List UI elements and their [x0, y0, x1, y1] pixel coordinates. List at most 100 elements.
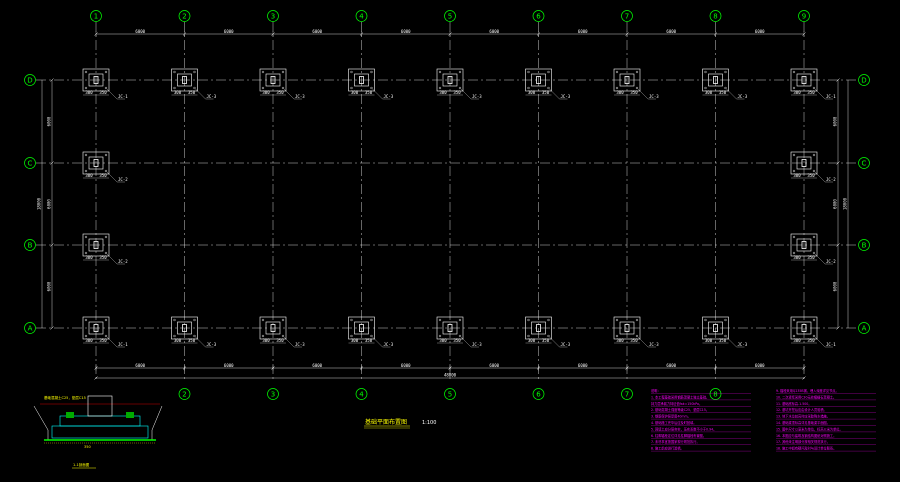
footing-3-D-bolt-0	[261, 70, 265, 74]
footing-3-D-bolt-3	[281, 86, 285, 90]
note-left-line-3: 2. 基础混凝土强度等级C25，垫层C15。	[651, 407, 709, 412]
axis-left-C-circle	[24, 157, 36, 169]
footing-5-D-bolt-2	[438, 86, 442, 90]
dim-left-value-1: 6000	[47, 199, 52, 209]
footing-2-D-column	[182, 76, 187, 84]
footing-4-A-bolt-0	[350, 318, 353, 322]
detail-caption: 1-1剖面图	[73, 462, 90, 467]
dim-top-value-4: 6000	[489, 29, 499, 34]
footing-5-D-bolt-0	[438, 70, 442, 74]
footing-4-A-dim-b: 350	[365, 338, 373, 343]
axis-left-D-label: D	[27, 76, 32, 84]
footing-5-A-bolt-3	[458, 334, 462, 338]
footing-8-D-bolt-3	[724, 86, 727, 90]
axis-top-3-circle	[267, 10, 279, 22]
note-left-line-2: 持力层承载力特征值fak=150kPa。	[651, 401, 702, 406]
footing-9-B-bolt-3	[812, 251, 816, 255]
dim-left-tick-3	[50, 326, 54, 330]
footing-1-C-bolt-2	[84, 169, 88, 173]
axis-top-7-label: 7	[625, 12, 629, 20]
footing-5-D-bolt-1	[458, 70, 462, 74]
footing-1-B-tag: JC-2	[118, 259, 128, 264]
footing-1-A-pad	[82, 316, 110, 340]
footing-5-D-dim-b: 350	[453, 90, 461, 95]
footing-1-A-bolt-2	[84, 334, 88, 338]
footing-9-A-pad	[790, 316, 818, 340]
footing-1-B-bolt-0	[84, 235, 88, 239]
drawing-title: 基础平面布置图	[365, 418, 407, 426]
axis-left-D-circle	[24, 74, 36, 86]
dim-top-value-7: 6000	[755, 29, 765, 34]
footing-1-B-pad	[82, 233, 110, 257]
footing-1-D-column	[93, 76, 99, 84]
note-right-line-8: 17. 其他未注明部分按相关规范执行。	[776, 439, 830, 444]
footing-3-D-bolt-2	[261, 86, 265, 90]
footing-4-A-column	[359, 324, 364, 332]
footing-7-A-bolt-0	[615, 318, 619, 322]
footing-1-B-column	[93, 241, 99, 249]
footing-1-D-dim-b: 350	[99, 90, 107, 95]
footing-9-A-bolt-3	[812, 334, 816, 338]
dim-bottom-value-6: 6000	[666, 363, 676, 368]
footing-4-D-dim-b: 350	[365, 90, 373, 95]
footing-7-A-dim-b: 350	[630, 338, 638, 343]
footing-9-B-pedestal	[796, 238, 812, 252]
footing-2-D-bolt-2	[173, 86, 176, 90]
footing-1-A-bolt-1	[104, 318, 108, 322]
footing-7-D-bolt-2	[615, 86, 619, 90]
dim-bottom-value-3: 6000	[401, 363, 411, 368]
footing-1-C-bolt-3	[104, 169, 108, 173]
footing-8-A-leader	[726, 336, 737, 348]
footing-5-D-pedestal	[442, 73, 458, 87]
footing-6-D-pad	[525, 68, 552, 92]
dim-bottom-value-1: 6000	[224, 363, 234, 368]
footing-2-D-pedestal	[177, 73, 192, 87]
footing-8-D-leader	[726, 88, 737, 100]
axis-bottom-5-circle	[444, 388, 456, 400]
dim-right-tick-2	[836, 243, 840, 247]
footing-3-A-dim-b: 350	[276, 338, 284, 343]
footing-3-D-pad	[259, 68, 287, 92]
footing-3-A-pad	[259, 316, 287, 340]
footing-9-B-pad	[790, 233, 818, 257]
note-right-line-6: 15. 图中尺寸以毫米为单位，标高以米为单位。	[776, 426, 843, 431]
footing-2-A-pedestal	[177, 321, 192, 335]
note-right-line-4: 13. 地下水位较高时应采取降水措施。	[776, 414, 830, 419]
note-left-line-6: 5. 回填土应分层夯实，压实系数不小于0.94。	[651, 426, 716, 431]
footing-5-A-tag: JC-3	[472, 342, 482, 347]
note-right-line-3: 12. 基坑开挖后应由设计人员验槽。	[776, 407, 827, 412]
axis-bottom-8-circle	[709, 388, 722, 400]
footing-9-D-column	[801, 76, 807, 84]
footing-8-D-pad	[702, 68, 729, 92]
footing-9-D-leader	[814, 88, 826, 100]
footing-6-D-bolt-2	[527, 86, 530, 90]
footing-6-D-bolt-3	[547, 86, 550, 90]
footing-9-C-pedestal	[796, 156, 812, 170]
footing-8-A-dim-b: 350	[719, 338, 727, 343]
footing-1-C-pad	[82, 151, 110, 175]
footing-5-D-tag: JC-3	[472, 94, 482, 99]
footing-9-B-bolt-2	[792, 251, 796, 255]
footing-3-A-pedestal	[265, 321, 281, 335]
footing-6-A-bolt-2	[527, 334, 530, 338]
footing-1-A-bolt-3	[104, 334, 108, 338]
footing-9-C-pad	[790, 151, 818, 175]
footing-1-B-bolt-3	[104, 251, 108, 255]
axis-bottom-7-label: 7	[625, 390, 629, 398]
dim-right-tick-3	[836, 326, 840, 330]
note-left-line-1: 1. 本工程基础采用钢筋混凝土独立基础。	[651, 394, 709, 399]
footing-7-D-dim-b: 350	[630, 90, 638, 95]
footing-3-A-tag: JC-3	[295, 342, 305, 347]
footing-5-A-bolt-1	[458, 318, 462, 322]
footing-8-D-bolt-2	[704, 86, 707, 90]
footing-6-D-dim-b: 350	[542, 90, 550, 95]
dim-top-value-5: 6000	[578, 29, 588, 34]
